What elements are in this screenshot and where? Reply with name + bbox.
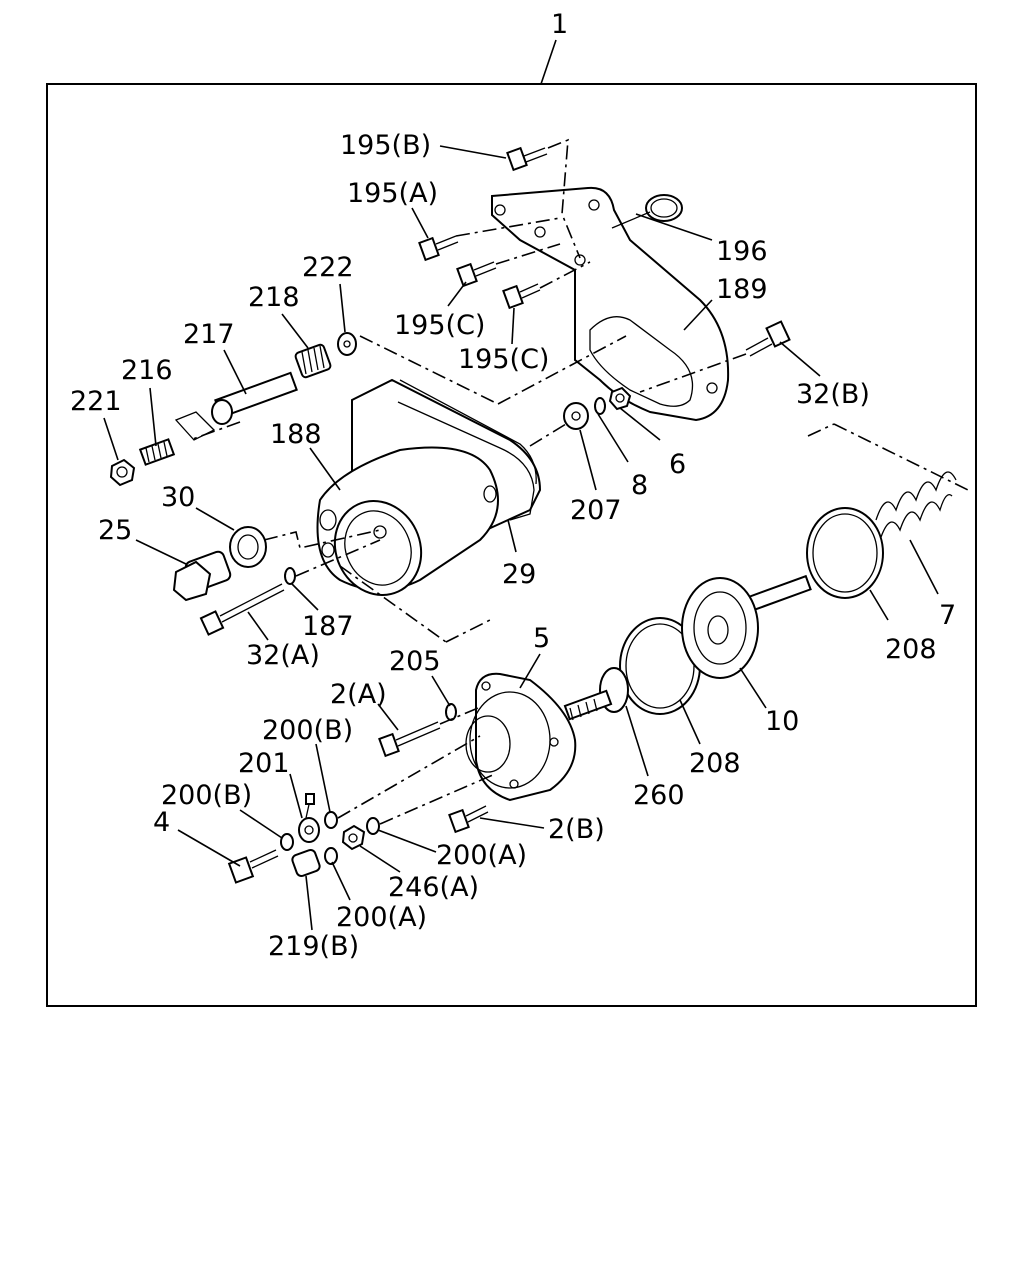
part-washer-200a-1	[366, 817, 380, 835]
label-219b: 219(B)	[268, 931, 359, 962]
part-bolt-4	[227, 849, 279, 884]
label-200a-2: 200(A)	[336, 902, 427, 933]
diagram-frame	[46, 83, 977, 1007]
label-32a: 32(A)	[246, 640, 320, 671]
part-spring-7	[875, 471, 957, 541]
part-washer-207	[563, 402, 589, 430]
part-washer-200a-2	[324, 847, 338, 865]
label-195a: 195(A)	[347, 178, 438, 209]
label-216: 216	[121, 355, 173, 386]
part-cover-5	[465, 672, 577, 802]
part-housing-188	[316, 378, 542, 596]
part-bolt-2b	[448, 805, 489, 834]
label-200a-1: 200(A)	[436, 840, 527, 871]
part-bracket-189	[491, 186, 730, 422]
part-plug-25	[172, 550, 232, 602]
label-195b: 195(B)	[340, 130, 431, 161]
part-washer-200b-1	[324, 811, 338, 829]
label-2a: 2(A)	[330, 679, 387, 710]
part-washer-205	[445, 703, 457, 721]
label-189: 189	[716, 274, 768, 305]
label-222: 222	[302, 252, 354, 283]
label-30: 30	[161, 482, 195, 513]
part-rod-260	[563, 667, 629, 721]
label-2b: 2(B)	[548, 814, 605, 845]
part-fitting-201	[298, 793, 320, 843]
part-washer-200b-2	[280, 833, 294, 851]
part-washer-222	[337, 332, 357, 356]
assembly-label: 1	[551, 9, 568, 40]
label-217: 217	[183, 319, 235, 350]
part-bolt-195c-1	[456, 261, 497, 288]
label-200b-2: 200(B)	[161, 780, 252, 811]
part-pin-217	[211, 371, 298, 425]
part-ring-208-upper	[806, 507, 884, 599]
label-218: 218	[248, 282, 300, 313]
label-195c-2: 195(C)	[458, 344, 549, 375]
label-200b-1: 200(B)	[262, 715, 353, 746]
label-25: 25	[98, 515, 132, 546]
part-nut-6	[608, 386, 632, 411]
label-4: 4	[153, 807, 170, 838]
part-bolt-195b	[506, 146, 548, 172]
label-5: 5	[533, 623, 550, 654]
label-207: 207	[570, 495, 622, 526]
part-washer-187	[284, 567, 296, 585]
part-bolt-195c-2	[502, 283, 541, 310]
label-188: 188	[270, 419, 322, 450]
label-6: 6	[669, 449, 686, 480]
label-246a: 246(A)	[388, 872, 479, 903]
label-32b: 32(B)	[796, 379, 870, 410]
label-195c-1: 195(C)	[394, 310, 485, 341]
label-10: 10	[765, 706, 799, 737]
label-7: 7	[939, 600, 956, 631]
label-205: 205	[389, 646, 441, 677]
part-bolt-195a	[418, 235, 459, 262]
part-washer-30	[229, 526, 267, 568]
label-208-lower: 208	[689, 748, 741, 779]
part-bolt-2a	[378, 721, 441, 758]
part-washer-8	[594, 397, 606, 415]
part-bolt-32a	[199, 583, 285, 636]
label-196: 196	[716, 236, 768, 267]
label-208-upper: 208	[885, 634, 937, 665]
part-nut-221	[109, 458, 136, 487]
label-8: 8	[631, 470, 648, 501]
label-221: 221	[70, 386, 122, 417]
label-187: 187	[302, 611, 354, 642]
part-nut-246a	[341, 824, 366, 851]
label-201: 201	[238, 748, 290, 779]
part-spring-218	[294, 343, 332, 379]
label-29: 29	[502, 559, 536, 590]
part-bolt-32b	[745, 320, 791, 357]
part-gasket-29	[397, 401, 535, 521]
part-piston-10	[681, 574, 812, 679]
part-cap-219b	[291, 848, 321, 878]
part-spring-216	[138, 438, 176, 466]
label-260: 260	[633, 780, 685, 811]
